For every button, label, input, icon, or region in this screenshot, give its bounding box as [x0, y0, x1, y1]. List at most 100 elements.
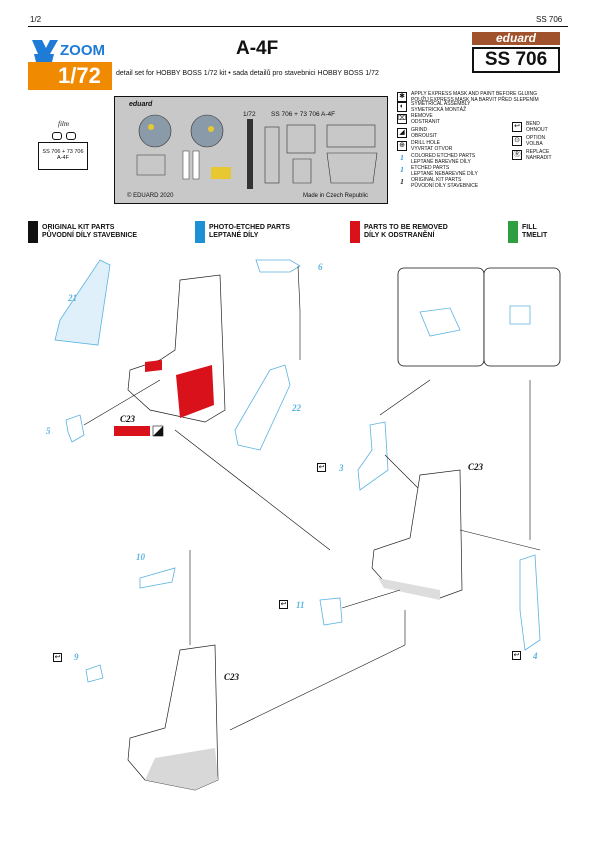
fret-code: SS 706 + 73 706 A-4F	[271, 111, 336, 118]
fret-parts-art	[136, 114, 378, 189]
zoom-mascot-icon	[32, 40, 58, 62]
legend-text: REMOVE	[411, 113, 433, 119]
label-part-3: 3	[339, 463, 344, 473]
category-swatch	[508, 221, 518, 243]
label-part-5: 5	[46, 426, 51, 436]
product-code: SS 706	[472, 47, 560, 73]
legend-text: APPLY EXPRESS MASK AND PAINT BEFORE GLUI…	[411, 91, 538, 97]
scale-label: 1/72	[58, 63, 101, 88]
etched-parts-icon: 1	[400, 166, 404, 174]
part-22-shape	[234, 364, 291, 451]
legend-text: REPLACE	[526, 149, 550, 155]
part-9-shape	[85, 664, 104, 683]
colored-parts-icon: 1	[400, 154, 404, 162]
part-5-shape	[65, 414, 85, 443]
eduard-logo: eduard	[472, 32, 560, 45]
film-code: SS 706 + 73 706	[42, 149, 84, 155]
legend-text: VYVRTAT OTVOR	[411, 145, 453, 152]
film-piece	[52, 132, 62, 140]
header-rule	[28, 26, 568, 27]
category-text: LEPTANÉ DÍLY	[209, 232, 259, 239]
label-part-22: 22	[292, 403, 301, 413]
drill-icon: ⊕	[397, 141, 407, 151]
assembly-diagram	[54, 259, 561, 791]
label-part-10: 10	[136, 552, 145, 562]
fret-scale: 1/72	[243, 111, 256, 118]
fret-copyright: © EDUARD 2020	[127, 193, 174, 199]
photo-etch-fret: eduard 1/72 SS 706 + 73 706 A-4F © EDUAR…	[114, 96, 388, 204]
film-label: film	[58, 120, 69, 128]
grind-icon: ◢	[397, 128, 407, 138]
fret-made-in: Made in Czech Republic	[303, 193, 369, 199]
part-10-shape	[139, 567, 176, 589]
zoom-logo: ZOOM 1/72	[28, 32, 112, 90]
replace-icon: Ⓡ	[512, 150, 522, 160]
category-swatch	[350, 221, 360, 243]
legend-text: LEPTANÉ NEBAREVNÉ DÍLY	[411, 170, 478, 177]
category-text: DÍLY K ODSTRANĚNÍ	[364, 232, 435, 239]
category-text: FILL	[522, 224, 537, 231]
legend-text: VOLBA	[526, 140, 543, 147]
category-text: PŮVODNÍ DÍLY STAVEBNICE	[42, 232, 138, 239]
seat-2-shape	[371, 469, 463, 599]
category-text: ORIGINAL KIT PARTS	[42, 224, 115, 231]
scale-band	[28, 62, 112, 90]
remove-icon: ⌧	[397, 114, 407, 124]
bend-icon: ↩	[279, 600, 288, 609]
bend-icon: ↩	[512, 651, 521, 660]
legend-text: DRILL HOLE	[411, 140, 440, 146]
legend-text: SYMETRICAL ASSEMBLY	[411, 101, 471, 107]
page-code: SS 706	[536, 15, 563, 24]
seat-1-remove-area	[176, 365, 214, 418]
legend-text: NAHRADIT	[526, 154, 552, 161]
label-c23-bottom: C23	[224, 672, 240, 682]
subtitle: detail set for HOBBY BOSS 1/72 kit • sad…	[116, 70, 379, 77]
label-part-21: 21	[68, 293, 77, 303]
legend-text: BEND	[526, 121, 540, 127]
legend-text: ORIGINAL KIT PARTS	[411, 177, 462, 183]
mask-icon: ✱	[397, 92, 407, 102]
legend-text: SYMETRICKÁ MONTÁŽ	[411, 106, 467, 113]
label-part-11: 11	[296, 600, 305, 610]
category-swatch	[195, 221, 205, 243]
legend-text: ODSTRANIT	[411, 118, 440, 125]
page-number: 1/2	[30, 15, 42, 24]
label-part-6: 6	[318, 262, 323, 272]
legend-text: PŮVODNÍ DÍLY STAVEBNICE	[411, 182, 479, 189]
category-text: PARTS TO BE REMOVED	[364, 224, 448, 231]
legend-text: OHNOUT	[526, 126, 548, 133]
zoom-label: ZOOM	[60, 42, 105, 59]
fret-brand: eduard	[129, 101, 153, 108]
category-text: TMELIT	[522, 232, 548, 239]
legend-text: POUŽIJ EXPRESS MASK NA BARVIT PŘED SLEPE…	[411, 96, 539, 103]
symmetric-icon: ◐	[397, 102, 407, 112]
legend-text: OPTION	[526, 135, 546, 141]
page-title: A-4F	[236, 38, 279, 59]
category-text: PHOTO-ETCHED PARTS	[209, 224, 291, 231]
part-21-shape	[54, 259, 111, 346]
label-part-4: 4	[533, 651, 538, 661]
film-piece	[66, 132, 76, 140]
legend-text: ETCHED PARTS	[411, 165, 450, 171]
film-panel: film SS 706 + 73 706 A-4F	[38, 120, 88, 182]
bend-icon: ↩	[53, 653, 62, 662]
part-11-shape	[319, 597, 343, 626]
option-icon: ⊙	[512, 136, 522, 146]
legend-text: COLORED ETCHED PARTS	[411, 153, 476, 159]
kit-parts-icon: 1	[400, 178, 404, 186]
label-c23-top: C23	[120, 414, 136, 424]
label-part-9: 9	[74, 652, 79, 662]
part-4-shape	[519, 554, 541, 651]
bend-icon: ↩	[512, 122, 522, 132]
legend-text: GRIND	[411, 127, 428, 133]
part-3-shape	[357, 421, 389, 491]
label-c23-middle: C23	[468, 462, 484, 472]
film-card: SS 706 + 73 706 A-4F	[38, 142, 88, 170]
film-model: A-4F	[57, 155, 69, 161]
category-swatch	[28, 221, 38, 243]
